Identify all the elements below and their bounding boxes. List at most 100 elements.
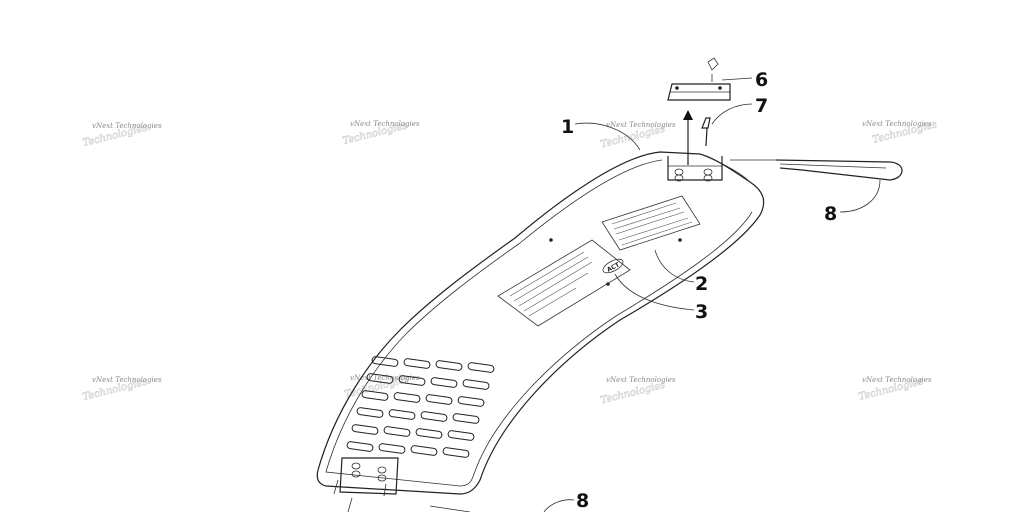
panel-side-edge xyxy=(699,153,749,181)
leader-2 xyxy=(654,249,695,283)
decal-text-line xyxy=(509,251,585,297)
vent-slot xyxy=(410,445,438,456)
vent-slot xyxy=(462,379,490,390)
watermark-1: Technologies vNext Technologies xyxy=(81,122,162,149)
arrow-head xyxy=(683,110,693,120)
watermark-text: vNext Technologies xyxy=(862,120,932,128)
bracket-clip xyxy=(383,483,387,497)
rod-inner xyxy=(779,163,887,169)
vent-slot xyxy=(452,413,480,424)
bracket-hole xyxy=(703,168,713,176)
pin-shaft xyxy=(705,127,708,147)
bottom-hinge-bracket xyxy=(333,457,471,512)
latch-hole xyxy=(675,86,679,90)
warning-decal xyxy=(601,195,701,251)
vent-slot xyxy=(351,424,379,435)
pin-clip xyxy=(707,57,719,71)
vent-slot xyxy=(415,428,443,439)
callout-3: 3 xyxy=(695,301,708,323)
panel-inner-edge xyxy=(325,159,753,487)
lower-rod-line xyxy=(347,497,353,512)
panel-outline xyxy=(316,151,765,495)
leader-7 xyxy=(711,103,753,125)
decal-text-line xyxy=(528,287,577,317)
decal-text-line xyxy=(615,211,685,235)
lower-rod-line xyxy=(429,505,471,512)
bracket-hole xyxy=(377,474,387,482)
top-hinge-bracket xyxy=(667,156,723,182)
vent-slot xyxy=(425,394,453,405)
callout-2: 2 xyxy=(695,273,708,295)
bracket-hole xyxy=(674,174,684,182)
assembly-arrow xyxy=(683,110,693,165)
vent-slot xyxy=(420,411,448,422)
leader-lines xyxy=(543,77,881,512)
callout-1: 1 xyxy=(561,116,574,138)
bracket-clip xyxy=(333,479,339,495)
bracket-hole xyxy=(377,466,387,474)
vent-slot xyxy=(403,358,431,369)
leader-1 xyxy=(574,122,641,151)
rivet xyxy=(549,238,553,242)
watermark-text: vNext Technologies xyxy=(862,376,932,384)
vent-slot xyxy=(361,390,389,401)
bracket-outline xyxy=(339,457,399,495)
watermark-text: vNext Technologies xyxy=(606,376,676,384)
decal-text-line xyxy=(621,221,693,246)
decal-outline xyxy=(601,195,701,251)
rivet xyxy=(678,238,682,242)
bracket-hole xyxy=(674,168,684,176)
instruction-decal: ACT xyxy=(497,239,631,327)
callout-7: 7 xyxy=(755,95,768,117)
vent-slot xyxy=(346,441,374,452)
decal-text-line xyxy=(523,272,589,312)
watermark-text: vNext Technologies xyxy=(92,376,162,384)
watermark-2: Technologies vNext Technologies xyxy=(341,120,420,147)
vent-slot xyxy=(435,360,463,371)
leader-3 xyxy=(614,273,695,311)
vent-slot xyxy=(457,396,485,407)
leader-6 xyxy=(721,77,753,81)
callout-8-upper: 8 xyxy=(824,203,837,225)
bracket-outline xyxy=(667,156,723,181)
callout-8-lower: 8 xyxy=(576,490,589,512)
watermark-8: Technologies vNext Technologies xyxy=(857,376,932,403)
pin-part-7 xyxy=(701,57,719,147)
rod-outline xyxy=(775,159,903,181)
decal-text-line xyxy=(518,261,593,307)
vent-slot xyxy=(442,447,470,458)
vent-slot xyxy=(371,356,399,367)
latch-part-6 xyxy=(667,83,731,101)
watermark-text: vNext Technologies xyxy=(350,120,420,128)
decal-text-line xyxy=(618,217,689,241)
vent-slot xyxy=(378,443,406,454)
watermark-4: Technologies vNext Technologies xyxy=(862,119,939,146)
callout-6: 6 xyxy=(755,69,768,91)
seat-panel xyxy=(316,151,765,495)
logo-oval xyxy=(602,258,624,274)
vent-slot xyxy=(383,426,411,437)
pin-head xyxy=(701,117,711,129)
watermark-7: Technologies vNext Technologies xyxy=(599,376,676,407)
bracket-hole xyxy=(351,462,361,470)
bracket-hole xyxy=(351,470,361,478)
watermark-text: vNext Technologies xyxy=(606,121,676,129)
decal-text-line xyxy=(611,202,677,225)
vent-slot xyxy=(467,362,495,373)
decal-outline xyxy=(497,239,631,327)
latch-hole xyxy=(718,86,722,90)
decal-text-line xyxy=(513,256,589,302)
vent-slot xyxy=(430,377,458,388)
vent-slot xyxy=(388,409,416,420)
vent-slot xyxy=(393,392,421,403)
vent-slot xyxy=(398,375,426,386)
vent-slot xyxy=(366,373,394,384)
watermark-text: vNext Technologies xyxy=(350,374,420,382)
leader-8-lower xyxy=(543,499,575,512)
vent-slot xyxy=(356,407,384,418)
watermark-text: vNext Technologies xyxy=(92,122,162,130)
decal-text-line xyxy=(613,207,681,230)
rivets xyxy=(549,238,682,286)
leader-8-upper xyxy=(839,179,881,213)
